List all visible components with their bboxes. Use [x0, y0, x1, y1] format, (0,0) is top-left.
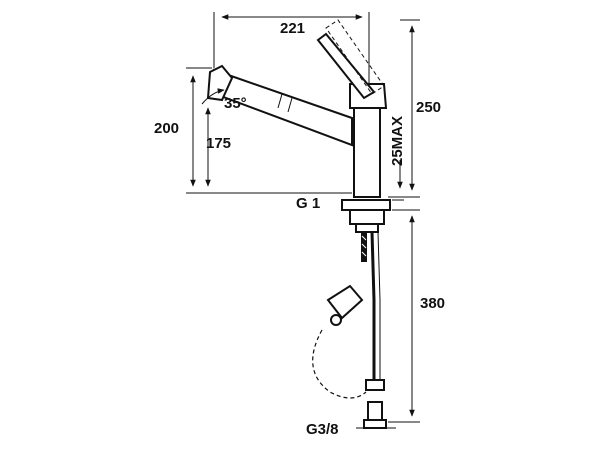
hose-length-label: 380 — [420, 295, 445, 312]
lever-handle-alt-position — [325, 19, 385, 95]
supply-hose — [312, 231, 385, 399]
lever-handle — [316, 32, 376, 100]
connection-thread-label: G3/8 — [306, 421, 339, 438]
mount-thread-label: G 1 — [296, 195, 320, 212]
spout-reach-label: 221 — [280, 20, 305, 37]
outlet-height-label: 175 — [206, 135, 231, 152]
swivel-angle-label: 35° — [224, 95, 247, 112]
hose-counterweight — [326, 284, 364, 326]
bottom-connector — [363, 401, 387, 429]
spout-height-label: 200 — [154, 120, 179, 137]
mounting-base — [341, 199, 391, 233]
total-height-label: 250 — [416, 99, 441, 116]
counter-thickness-label: 25MAX — [389, 116, 406, 166]
